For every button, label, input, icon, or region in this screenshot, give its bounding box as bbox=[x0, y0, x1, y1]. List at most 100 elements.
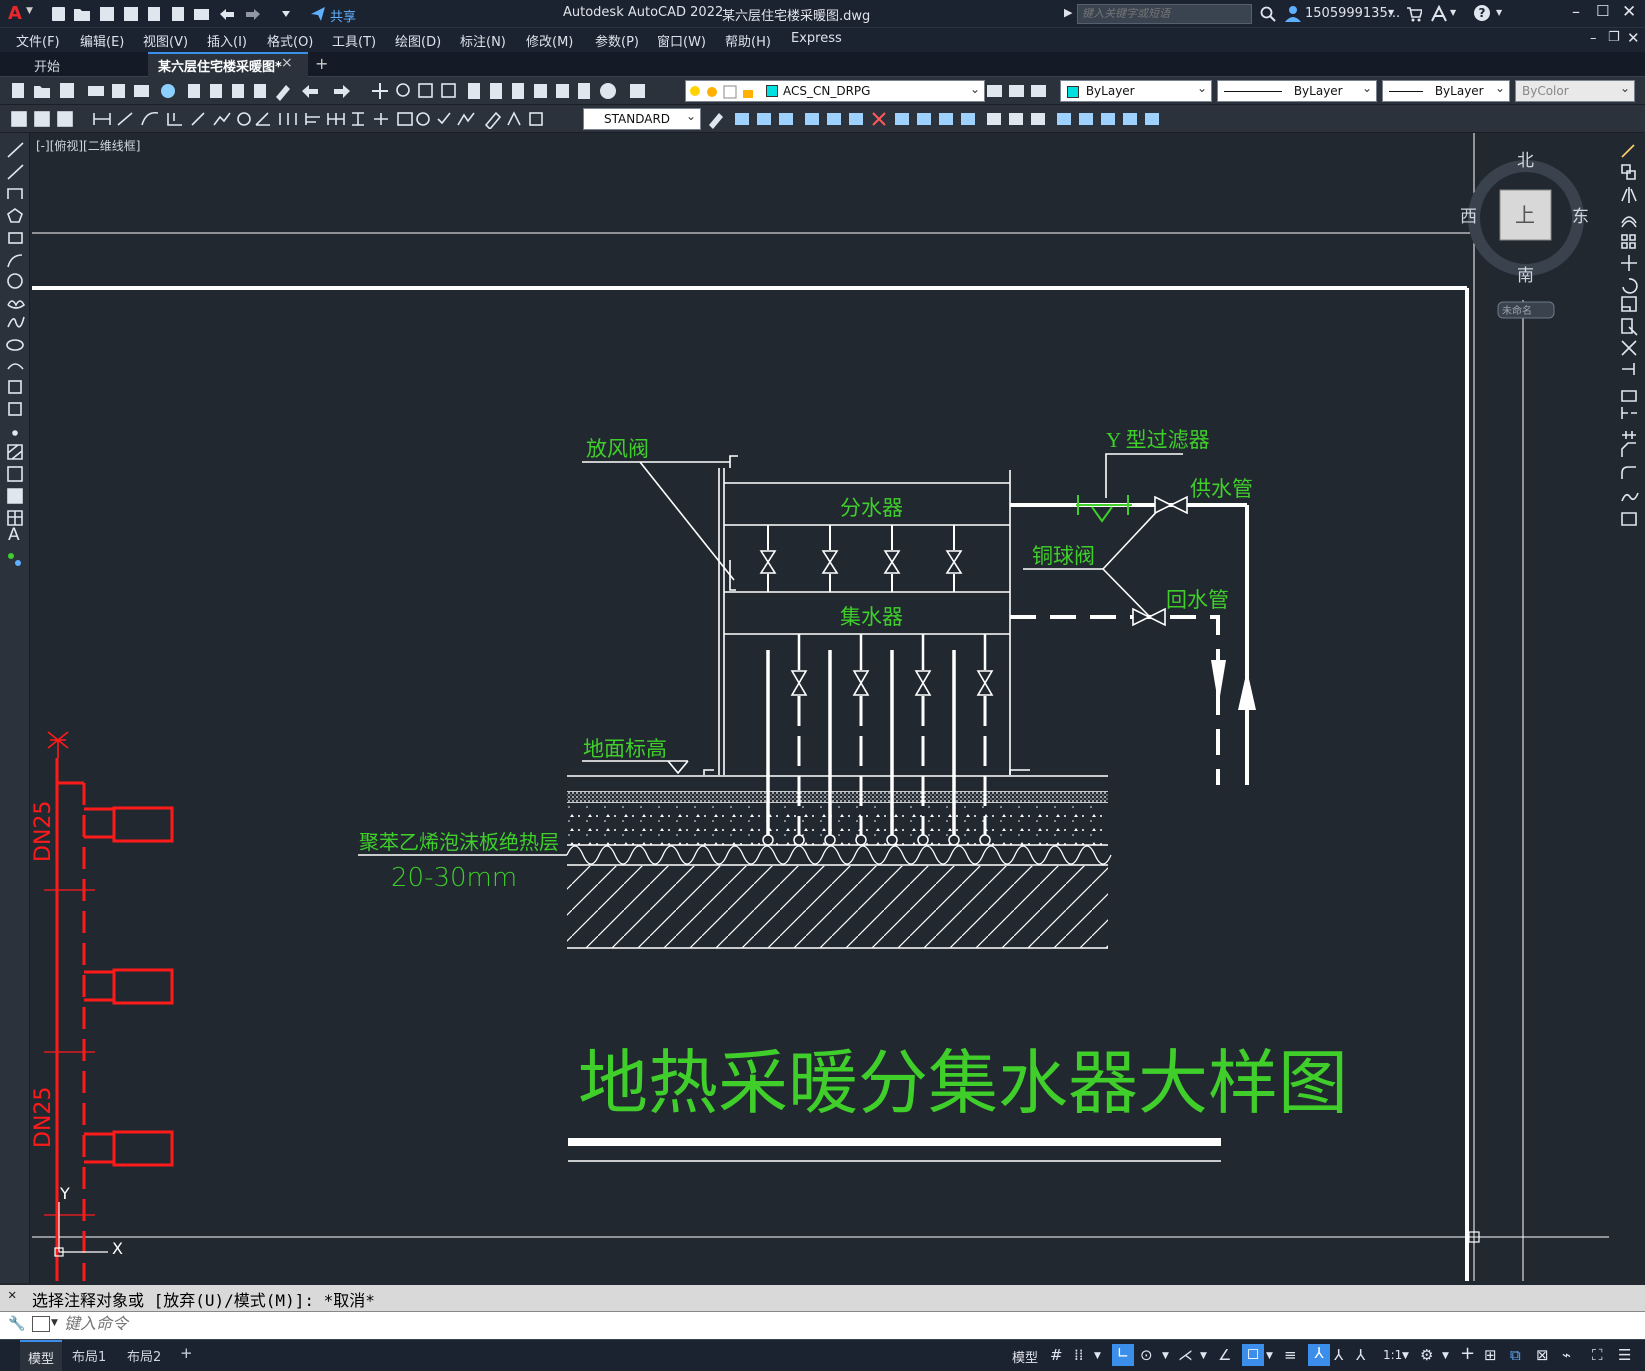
command-recent-icon[interactable] bbox=[32, 1316, 50, 1332]
command-input[interactable] bbox=[64, 1314, 1624, 1336]
annotation-scale-icon[interactable]: ⅄ bbox=[1356, 1346, 1366, 1364]
menu-help[interactable]: 帮助(H) bbox=[725, 35, 771, 50]
menu-express[interactable]: Express bbox=[791, 31, 842, 46]
hardware-acceleration-icon[interactable]: ⧉ bbox=[1510, 1346, 1521, 1364]
polar-icon[interactable]: ⊙ bbox=[1140, 1346, 1153, 1364]
menu-icon[interactable]: ☰ bbox=[1618, 1346, 1632, 1364]
search-icon[interactable] bbox=[1260, 6, 1276, 22]
model-space-button[interactable]: 模型 bbox=[1012, 1351, 1039, 1366]
menu-modify[interactable]: 修改(M) bbox=[526, 35, 574, 50]
lineweight-icon[interactable]: ≡ bbox=[1284, 1346, 1297, 1364]
linetype-control[interactable]: ByLayer bbox=[1217, 80, 1377, 102]
tab-close-icon[interactable]: × bbox=[281, 55, 293, 71]
center-mark-icon bbox=[416, 112, 430, 126]
grid-icon[interactable]: # bbox=[1050, 1346, 1063, 1364]
chevron-down-icon[interactable]: ▼ bbox=[1094, 1351, 1101, 1361]
chevron-down-icon[interactable]: ▼ bbox=[1450, 8, 1457, 17]
chevron-down-icon[interactable]: ▼ bbox=[1266, 1351, 1273, 1361]
layer-control[interactable]: ACS_CN_DRPG ⌄ bbox=[685, 80, 985, 102]
menu-tools[interactable]: 工具(T) bbox=[332, 35, 377, 50]
add-layout-button[interactable]: + bbox=[180, 1344, 193, 1362]
chevron-down-icon[interactable]: ▼ bbox=[51, 1318, 58, 1328]
menu-parametric[interactable]: 参数(P) bbox=[595, 35, 639, 50]
user-icon[interactable] bbox=[1284, 5, 1302, 23]
menu-view[interactable]: 视图(V) bbox=[143, 35, 189, 50]
share-button[interactable]: 共享 bbox=[330, 10, 357, 25]
layout-tab-model[interactable]: 模型 bbox=[20, 1340, 63, 1371]
light-bulb-icon[interactable] bbox=[688, 84, 760, 100]
draw-toolbar-icons[interactable] bbox=[5, 139, 27, 579]
purge-icon bbox=[961, 113, 975, 125]
gear-icon[interactable]: ⚙ bbox=[1420, 1346, 1434, 1364]
new-tab-button[interactable]: + bbox=[315, 54, 329, 73]
modify-toolbar-right-icons[interactable] bbox=[1619, 141, 1641, 551]
standard-toolbar-icons[interactable] bbox=[8, 81, 678, 101]
snap-icon[interactable]: ⁞⁞ bbox=[1074, 1346, 1084, 1364]
isolate-icon[interactable]: ⊠ bbox=[1536, 1346, 1549, 1364]
menu-draw[interactable]: 绘图(D) bbox=[395, 35, 442, 50]
drawing-canvas[interactable]: [-][俯视][二维线框] bbox=[32, 133, 1609, 1281]
object-snap-tracking-icon[interactable]: ∠ bbox=[1218, 1346, 1232, 1364]
menu-file[interactable]: 文件(F) bbox=[16, 35, 60, 50]
isodraft-icon[interactable]: ⋌ bbox=[1178, 1346, 1193, 1364]
construction-line-icon bbox=[7, 164, 24, 180]
menu-dimension[interactable]: 标注(N) bbox=[460, 35, 506, 50]
fullscreen-icon[interactable]: ⛶ bbox=[1592, 1346, 1603, 1364]
chevron-down-icon[interactable]: ▼ bbox=[1162, 1351, 1169, 1361]
command-close-icon[interactable]: ✕ bbox=[8, 1287, 17, 1303]
chevron-down-icon[interactable]: ▼ bbox=[1442, 1351, 1449, 1361]
zoom-window-icon bbox=[418, 83, 433, 98]
minimize-button[interactable]: – bbox=[1572, 2, 1580, 21]
user-name[interactable]: 1505999135... bbox=[1305, 6, 1401, 21]
object-snap-icon[interactable]: ◻ bbox=[1242, 1344, 1264, 1366]
share-icon[interactable] bbox=[310, 6, 326, 22]
viewport-controls-label[interactable]: [-][俯视][二维线框] bbox=[36, 139, 141, 153]
wrench-icon[interactable]: 🔧 bbox=[8, 1316, 26, 1332]
dimension-toolbar-icons[interactable] bbox=[8, 109, 578, 129]
menu-insert[interactable]: 插入(I) bbox=[207, 35, 247, 50]
add-selected-icon[interactable] bbox=[6, 551, 24, 569]
plus-icon[interactable]: + bbox=[1460, 1343, 1476, 1364]
lineweight-control[interactable]: ByLayer bbox=[1382, 80, 1510, 102]
close-button[interactable]: ✕ bbox=[1622, 2, 1637, 22]
quick-access-toolbar[interactable] bbox=[50, 5, 300, 23]
doc-restore-button[interactable]: ❐ bbox=[1608, 30, 1620, 45]
help-button[interactable]: ? bbox=[1474, 5, 1490, 21]
layer-tools-icons[interactable] bbox=[985, 82, 1051, 100]
annotation-visibility-icon[interactable]: ⅄ bbox=[1308, 1344, 1330, 1366]
chevron-down-icon[interactable]: ▼ bbox=[26, 6, 33, 16]
chevron-down-icon[interactable]: ▼ bbox=[1388, 8, 1395, 17]
menu-window[interactable]: 窗口(W) bbox=[657, 35, 706, 50]
tab-active-drawing[interactable] bbox=[148, 52, 308, 77]
layout-tab-1[interactable]: 布局1 bbox=[72, 1350, 107, 1365]
doc-close-button[interactable]: ✕ bbox=[1627, 29, 1640, 47]
chevron-down-icon[interactable]: ▼ bbox=[1200, 1351, 1207, 1361]
chevron-down-icon[interactable]: ▼ bbox=[1402, 1351, 1409, 1361]
modify-toolbar-icons[interactable] bbox=[705, 109, 1215, 129]
search-input[interactable] bbox=[1077, 4, 1252, 24]
menu-edit[interactable]: 编辑(E) bbox=[80, 35, 125, 50]
chevron-right-icon[interactable]: ▶ bbox=[1064, 6, 1073, 19]
isolate-objects-icon[interactable]: ⊞ bbox=[1484, 1346, 1497, 1364]
plotstyle-control[interactable]: ByColor bbox=[1515, 80, 1635, 102]
plotstyle-value: ByColor bbox=[1522, 84, 1569, 98]
layout-tab-2[interactable]: 布局2 bbox=[127, 1350, 162, 1365]
app-logo[interactable]: A bbox=[8, 3, 22, 24]
color-control[interactable]: ByLayer bbox=[1060, 80, 1212, 102]
chevron-down-icon[interactable]: ▼ bbox=[1496, 8, 1503, 17]
ortho-icon[interactable]: ∟ bbox=[1112, 1344, 1134, 1366]
cart-icon[interactable] bbox=[1406, 6, 1422, 22]
auto-scale-icon[interactable]: ⅄ bbox=[1334, 1346, 1344, 1364]
menu-format[interactable]: 格式(O) bbox=[267, 35, 314, 50]
annotation-scale-value[interactable]: 1:1 bbox=[1383, 1348, 1403, 1362]
polygon-icon bbox=[7, 208, 23, 223]
clean-screen-icon[interactable]: ⌁ bbox=[1562, 1346, 1572, 1364]
doc-minimize-button[interactable]: – bbox=[1590, 31, 1597, 46]
maximize-button[interactable]: ☐ bbox=[1596, 2, 1610, 20]
chevron-down-icon[interactable]: ⌄ bbox=[970, 82, 981, 96]
viewcube[interactable] bbox=[1468, 160, 1584, 319]
autodesk-a360-icon[interactable] bbox=[1430, 5, 1448, 23]
text-style-control[interactable]: STANDARD bbox=[583, 108, 701, 130]
tab-start[interactable]: 开始 bbox=[34, 60, 61, 75]
mtext-icon[interactable]: A bbox=[8, 525, 20, 545]
